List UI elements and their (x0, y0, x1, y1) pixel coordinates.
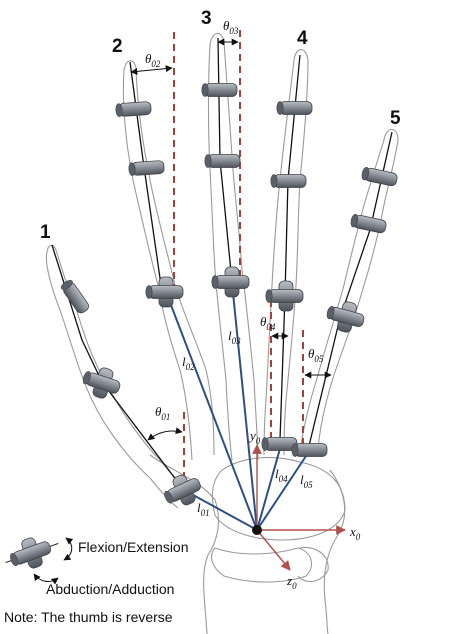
finger-bone-axes (51, 37, 393, 486)
angle-label-03: θ03 (223, 18, 239, 36)
z-axis-arrow (256, 529, 291, 571)
joint-little-mcp (323, 296, 368, 337)
angle-labels: θ01 θ02 θ03 θ04 θ05 (145, 18, 324, 422)
digit-numbers: 1 2 3 4 5 (40, 8, 401, 243)
joint-middle-pip (204, 154, 241, 168)
digit-number-3: 3 (201, 8, 212, 29)
joint-index-mcp (145, 276, 184, 308)
abduction-rotation-arrow (33, 573, 59, 585)
z-axis-label: z0 (286, 573, 297, 591)
angle-arc-01 (147, 427, 183, 441)
length-label-04: l04 (275, 466, 288, 484)
angle-label-02: θ02 (145, 51, 161, 69)
angle-arrows (130, 38, 332, 441)
digit-number-1: 1 (40, 222, 51, 243)
legend-flexion-label: Flexion/Extension (78, 539, 189, 555)
legend: Flexion/Extension Abduction/Adduction No… (4, 537, 189, 625)
length-label-02: l02 (182, 354, 195, 372)
joint-little-cmc (291, 443, 328, 457)
joint-ring-pip (270, 174, 307, 188)
axis-labels: y0 x0 z0 (248, 428, 361, 591)
joint-index-dip (114, 100, 152, 118)
legend-abduction-label: Abduction/Adduction (46, 581, 174, 597)
length-labels: l01 l02 l03 l04 l05 (182, 328, 313, 518)
origin-point (252, 525, 262, 535)
link-l01 (183, 489, 258, 531)
angle-label-04: θ04 (260, 314, 276, 332)
reference-lines (173, 30, 304, 492)
link-l04 (256, 444, 282, 531)
joint-index-pip (127, 159, 165, 177)
x-axis-label: x0 (349, 524, 361, 542)
angle-arrow-02 (130, 65, 173, 75)
coordinate-frame (252, 444, 346, 571)
length-label-01: l01 (197, 500, 210, 518)
flexion-rotation-arrow (63, 537, 74, 561)
y-axis-label: y0 (248, 428, 261, 446)
joint-thumb-mcp (78, 362, 125, 403)
digit-number-2: 2 (112, 36, 123, 57)
link-l05 (256, 449, 311, 531)
digit-number-4: 4 (297, 28, 308, 49)
legend-note: Note: The thumb is reverse (4, 609, 173, 625)
legend-joint-icon (5, 537, 59, 569)
angle-label-01: θ01 (155, 404, 170, 422)
link-lines (165, 282, 311, 531)
joint-thumb-ip (59, 278, 91, 316)
digit-number-5: 5 (390, 108, 401, 129)
length-label-05: l05 (300, 472, 313, 490)
angle-label-05: θ05 (308, 346, 324, 364)
joint-ring-dip (276, 101, 313, 115)
link-l03 (231, 282, 258, 531)
link-l02 (165, 291, 258, 531)
joint-middle-dip (201, 83, 238, 97)
length-label-03: l03 (228, 328, 241, 346)
